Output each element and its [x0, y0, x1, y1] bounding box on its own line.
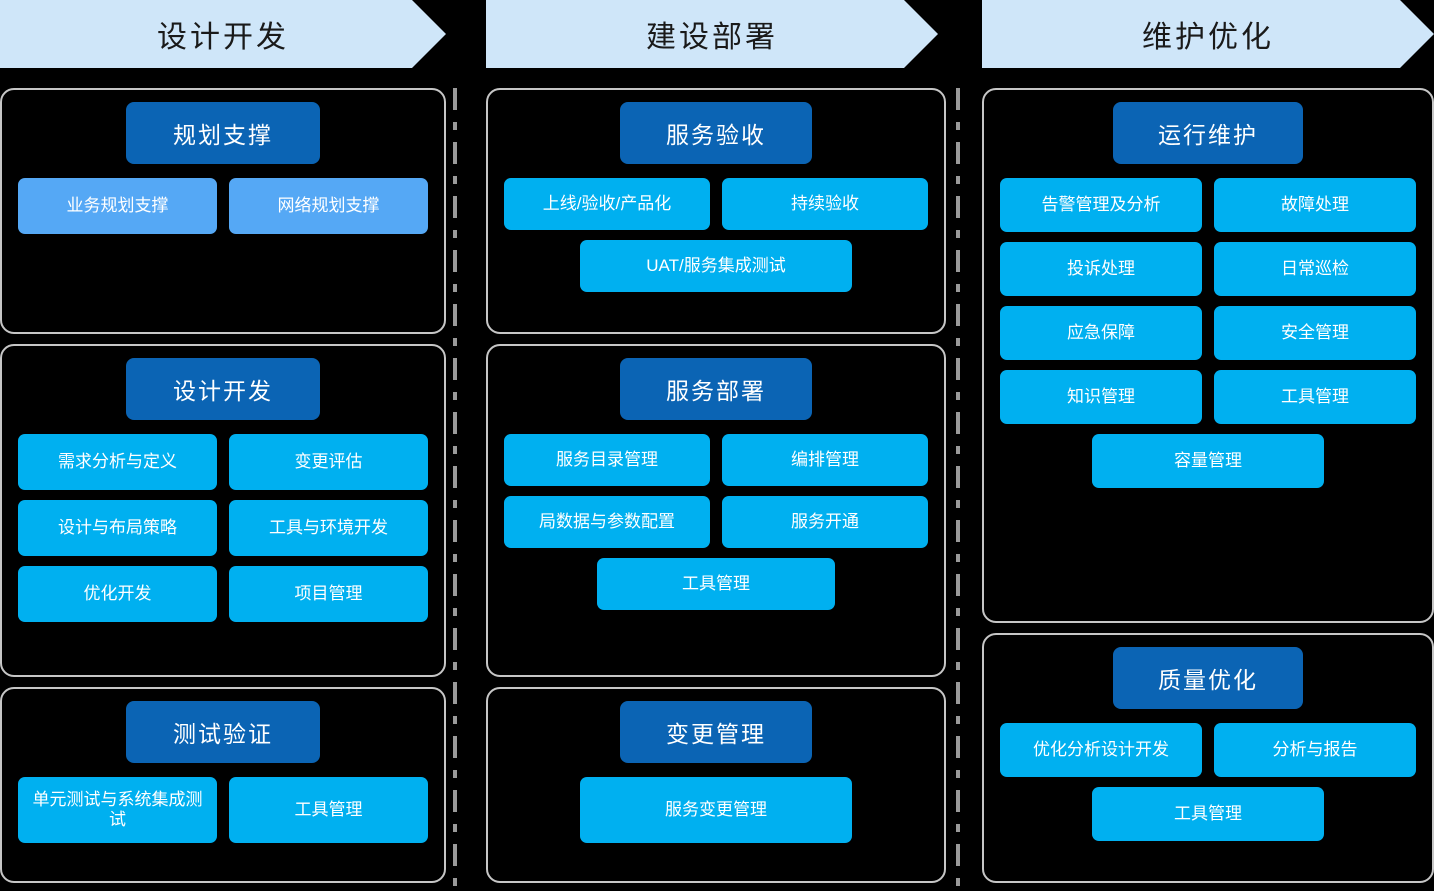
tile-group-planning-support: 业务规划支撑 网络规划支撑: [18, 178, 428, 234]
tile-group-service-acceptance: 上线/验收/产品化 持续验收 UAT/服务集成测试: [504, 178, 928, 292]
tile-project-management[interactable]: 项目管理: [229, 566, 428, 622]
tile-fault-handling[interactable]: 故障处理: [1214, 178, 1416, 232]
group-title-quality-optimization: 质量优化: [1113, 647, 1303, 709]
phase-header-maintenance-optimization: 维护优化: [982, 0, 1434, 68]
group-title-operation-maintenance: 运行维护: [1113, 102, 1303, 164]
group-card-service-acceptance[interactable]: 服务验收 上线/验收/产品化 持续验收 UAT/服务集成测试: [486, 88, 946, 334]
group-card-change-management[interactable]: 变更管理 服务变更管理: [486, 687, 946, 883]
group-title-service-acceptance: 服务验收: [620, 102, 812, 164]
tile-requirement-analysis[interactable]: 需求分析与定义: [18, 434, 217, 490]
tile-knowledge-management[interactable]: 知识管理: [1000, 370, 1202, 424]
tile-change-assessment[interactable]: 变更评估: [229, 434, 428, 490]
tile-daily-inspection[interactable]: 日常巡检: [1214, 242, 1416, 296]
phase-column-design-development: 设计开发 规划支撑 业务规划支撑 网络规划支撑 设计开发 需求分析与定义 变更评…: [0, 0, 446, 891]
group-card-quality-optimization[interactable]: 质量优化 优化分析设计开发 分析与报告 工具管理: [982, 633, 1434, 883]
phase-header-design-development: 设计开发: [0, 0, 446, 68]
tile-analysis-and-report[interactable]: 分析与报告: [1214, 723, 1416, 777]
group-card-test-verification[interactable]: 测试验证 单元测试与系统集成测试 工具管理: [0, 687, 446, 883]
tile-group-design-development: 需求分析与定义 变更评估 设计与布局策略 工具与环境开发 优化开发 项目管理: [18, 434, 428, 622]
tile-group-change-management: 服务变更管理: [504, 777, 928, 843]
tile-group-test-verification: 单元测试与系统集成测试 工具管理: [18, 777, 428, 843]
tile-capacity-management[interactable]: 容量管理: [1091, 434, 1325, 488]
tile-complaint-handling[interactable]: 投诉处理: [1000, 242, 1202, 296]
tile-emergency-support[interactable]: 应急保障: [1000, 306, 1202, 360]
tile-group-operation-maintenance: 告警管理及分析 故障处理 投诉处理 日常巡检 应急保障 安全管理 知识管理 工具…: [1000, 178, 1416, 488]
tile-security-management[interactable]: 安全管理: [1214, 306, 1416, 360]
tile-alarm-management-analysis[interactable]: 告警管理及分析: [1000, 178, 1202, 232]
tile-launch-acceptance-productization[interactable]: 上线/验收/产品化: [504, 178, 710, 230]
tile-unit-and-system-integration-test[interactable]: 单元测试与系统集成测试: [18, 777, 217, 843]
tile-tool-management-quality[interactable]: 工具管理: [1091, 787, 1325, 841]
tile-group-service-deployment: 服务目录管理 编排管理 局数据与参数配置 服务开通 工具管理: [504, 434, 928, 610]
column-divider-1: [453, 88, 457, 888]
group-list-column-1: 规划支撑 业务规划支撑 网络规划支撑 设计开发 需求分析与定义 变更评估 设计与…: [0, 88, 446, 891]
tile-tool-management-test[interactable]: 工具管理: [229, 777, 428, 843]
tile-service-provisioning[interactable]: 服务开通: [722, 496, 928, 548]
group-card-planning-support[interactable]: 规划支撑 业务规划支撑 网络规划支撑: [0, 88, 446, 334]
column-divider-2: [956, 88, 960, 888]
tile-tool-environment-development[interactable]: 工具与环境开发: [229, 500, 428, 556]
phase-column-construction-deployment: 建设部署 服务验收 上线/验收/产品化 持续验收 UAT/服务集成测试 服务部署…: [446, 0, 946, 891]
tile-office-data-parameter-configuration[interactable]: 局数据与参数配置: [504, 496, 710, 548]
tile-optimization-analysis-design-development[interactable]: 优化分析设计开发: [1000, 723, 1202, 777]
group-title-planning-support: 规划支撑: [126, 102, 320, 164]
group-title-design-development: 设计开发: [126, 358, 320, 420]
group-card-service-deployment[interactable]: 服务部署 服务目录管理 编排管理 局数据与参数配置 服务开通 工具管理: [486, 344, 946, 677]
tile-network-planning-support[interactable]: 网络规划支撑: [229, 178, 428, 234]
group-list-column-2: 服务验收 上线/验收/产品化 持续验收 UAT/服务集成测试 服务部署 服务目录…: [486, 88, 946, 891]
tile-design-layout-strategy[interactable]: 设计与布局策略: [18, 500, 217, 556]
group-card-design-development[interactable]: 设计开发 需求分析与定义 变更评估 设计与布局策略 工具与环境开发 优化开发 项…: [0, 344, 446, 677]
tile-tool-management-operation[interactable]: 工具管理: [1214, 370, 1416, 424]
tile-uat-service-integration-test[interactable]: UAT/服务集成测试: [580, 240, 852, 292]
tile-orchestration-management[interactable]: 编排管理: [722, 434, 928, 486]
tile-optimization-development[interactable]: 优化开发: [18, 566, 217, 622]
phase-header-construction-deployment: 建设部署: [486, 0, 938, 68]
group-card-operation-maintenance[interactable]: 运行维护 告警管理及分析 故障处理 投诉处理 日常巡检 应急保障 安全管理 知识…: [982, 88, 1434, 623]
tile-service-catalog-management[interactable]: 服务目录管理: [504, 434, 710, 486]
tile-service-change-management[interactable]: 服务变更管理: [580, 777, 852, 843]
group-title-test-verification: 测试验证: [126, 701, 320, 763]
group-title-change-management: 变更管理: [620, 701, 812, 763]
tile-group-quality-optimization: 优化分析设计开发 分析与报告 工具管理: [1000, 723, 1416, 841]
group-title-service-deployment: 服务部署: [620, 358, 812, 420]
tile-business-planning-support[interactable]: 业务规划支撑: [18, 178, 217, 234]
group-list-column-3: 运行维护 告警管理及分析 故障处理 投诉处理 日常巡检 应急保障 安全管理 知识…: [982, 88, 1434, 891]
tile-tool-management-deployment[interactable]: 工具管理: [597, 558, 835, 610]
tile-continuous-acceptance[interactable]: 持续验收: [722, 178, 928, 230]
phase-column-maintenance-optimization: 维护优化 运行维护 告警管理及分析 故障处理 投诉处理 日常巡检 应急保障 安全…: [946, 0, 1434, 891]
